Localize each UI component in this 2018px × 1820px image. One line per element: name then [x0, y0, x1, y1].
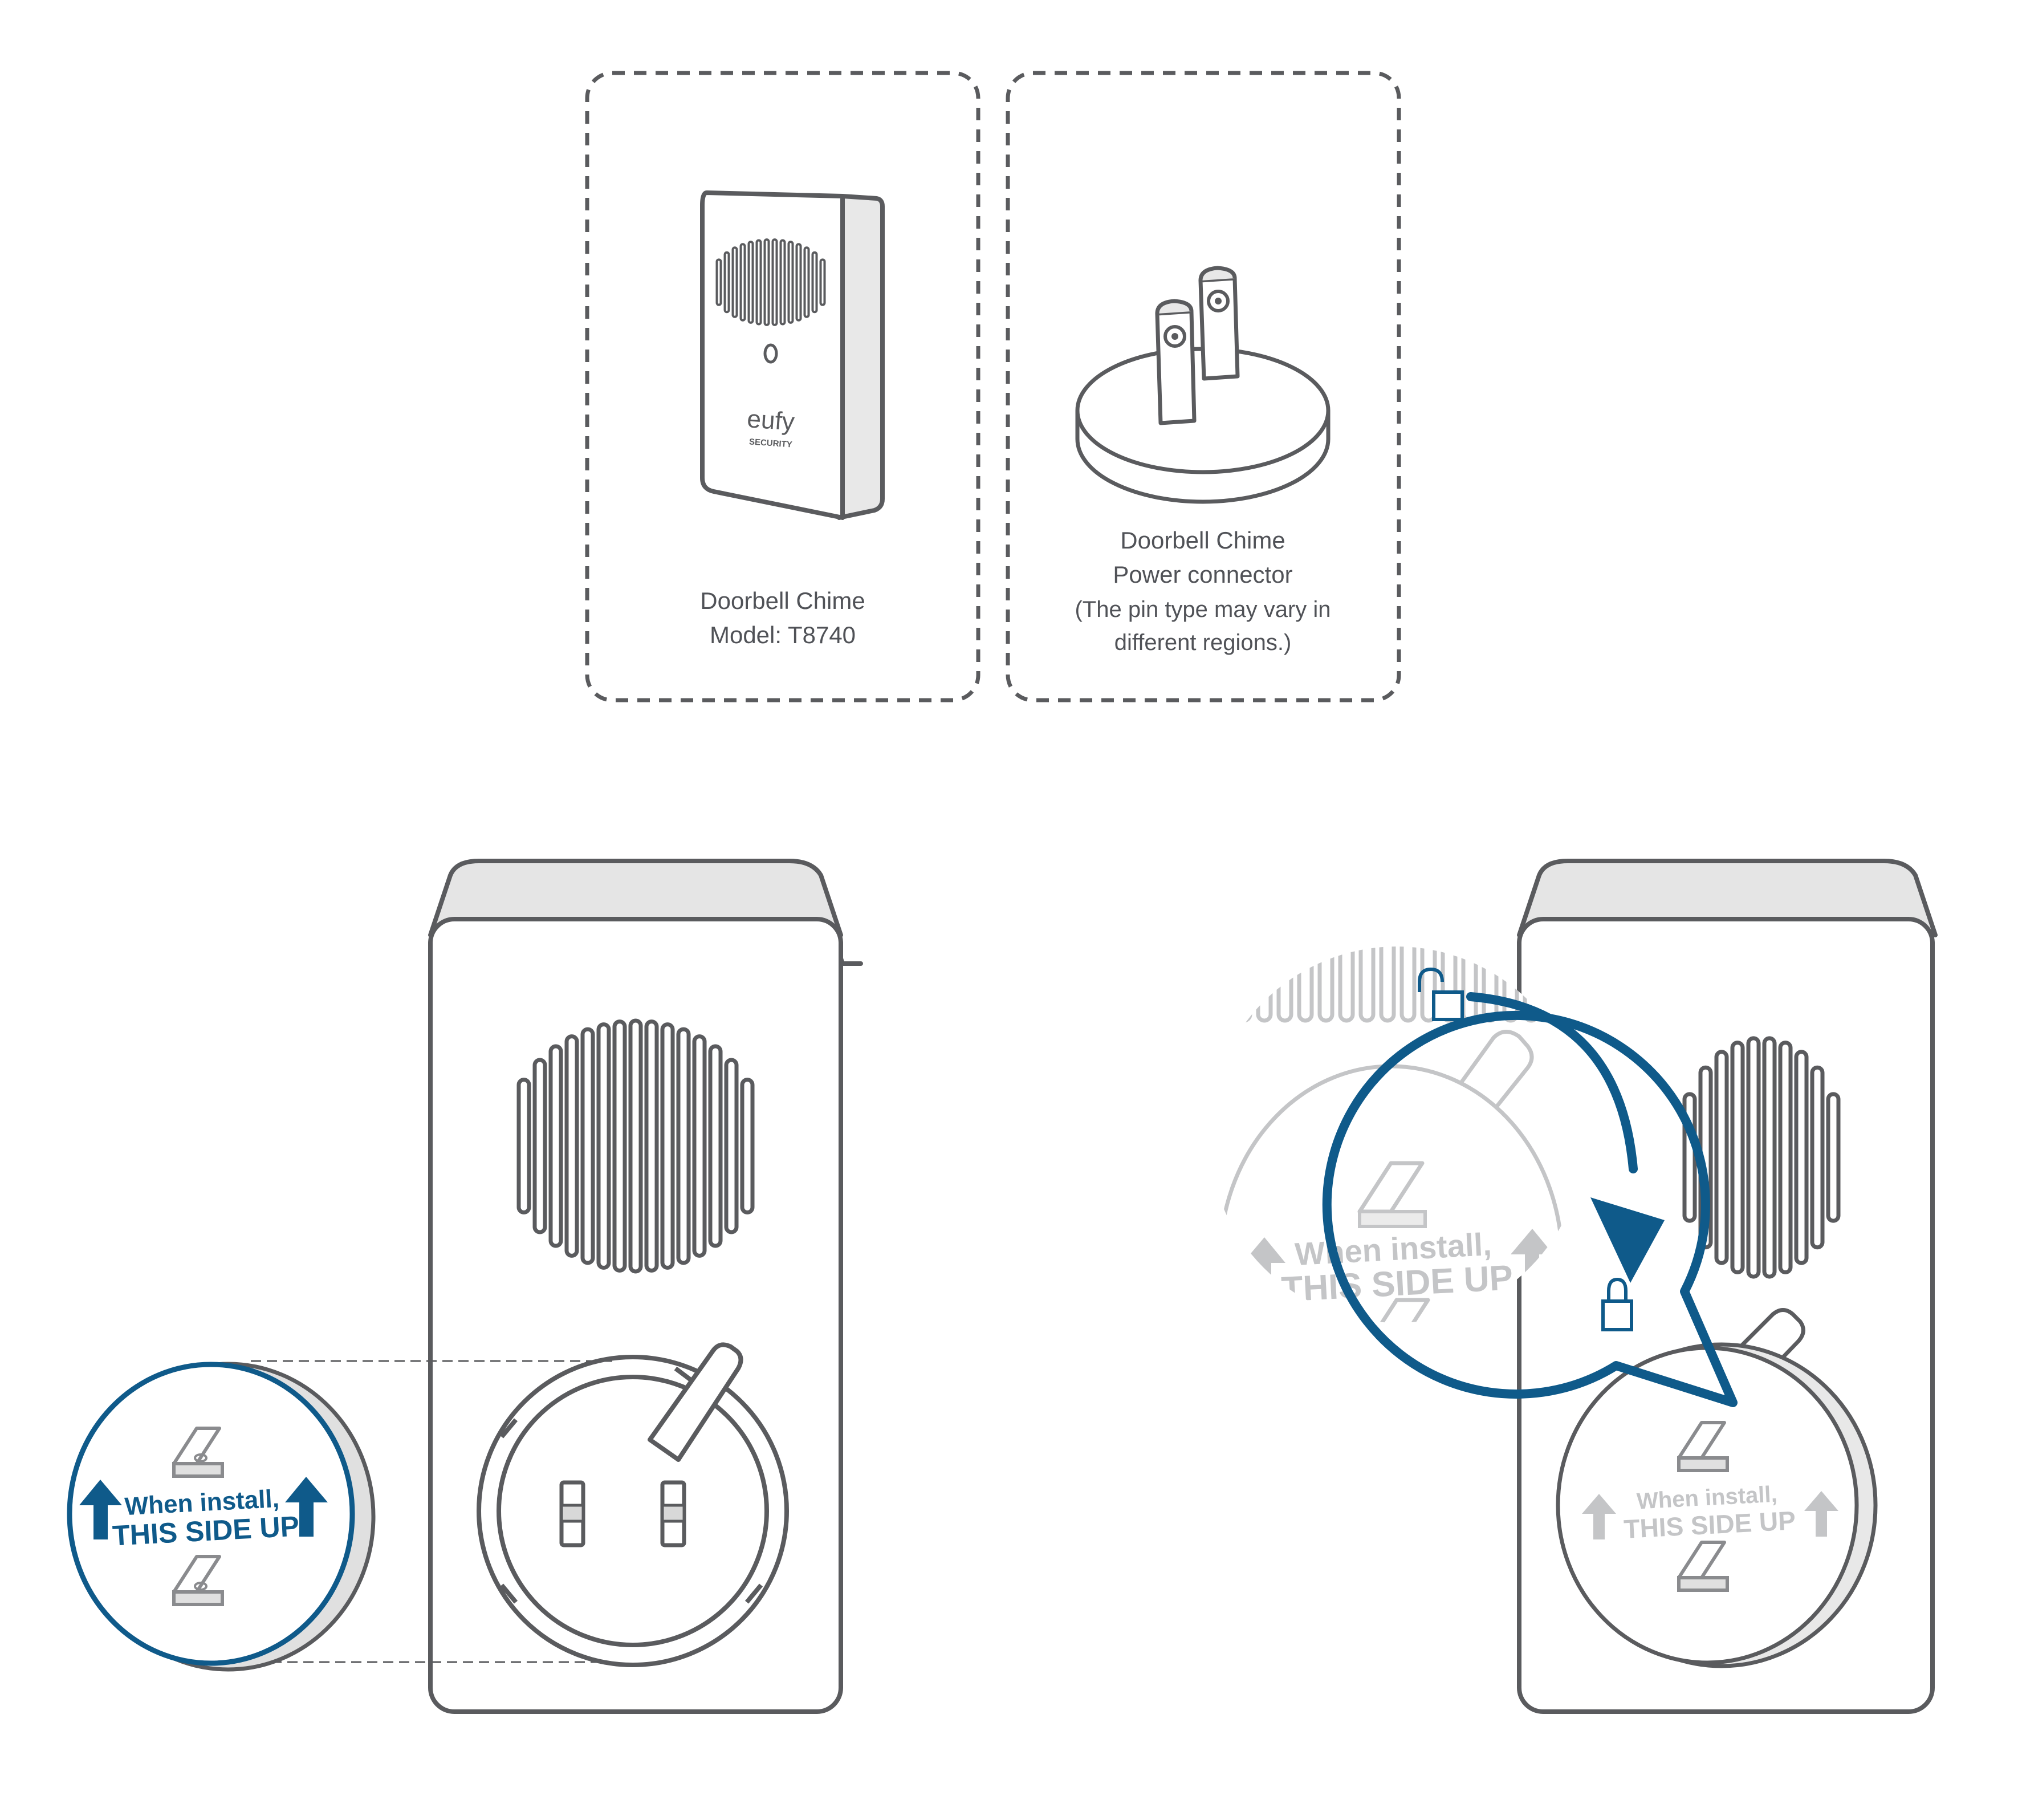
grille-slot [739, 243, 746, 322]
grille-slot [771, 238, 778, 326]
chime-brand-logo: eufy [746, 405, 795, 436]
chime-caption-line2: Model: T8740 [710, 621, 856, 648]
up-arrow-icon [1582, 1494, 1616, 1539]
chime-led-icon [763, 343, 778, 364]
grille-slot [564, 1034, 579, 1258]
grille-slot [1297, 946, 1314, 1023]
grille-slot [580, 1027, 595, 1265]
locked-padlock-icon [1601, 1277, 1633, 1331]
rotate-arrow [1466, 992, 1638, 1173]
grille-slot [723, 251, 730, 314]
grille-slot [1778, 1041, 1793, 1274]
chime-speaker-grille [715, 238, 826, 326]
sticker-pin-bottom-icon [172, 1555, 224, 1606]
connector-caption-line2: Power connector [1113, 561, 1292, 588]
grille-slot [1358, 946, 1376, 1023]
unlocked-padlock-icon [1418, 967, 1464, 1021]
connector-sticker-disc: When install, THIS SIDE UP [67, 1362, 376, 1672]
grille-slot [811, 251, 818, 314]
grille-slot [763, 238, 770, 326]
grille-slot [644, 1019, 659, 1273]
grille-slot [692, 1034, 707, 1258]
grille-slot [1682, 1092, 1697, 1223]
up-arrow-icon [79, 1480, 122, 1539]
grille-slot [1399, 946, 1417, 1023]
up-arrow-icon [285, 1477, 328, 1537]
grille-slot [1810, 1065, 1825, 1250]
installed-chime-speaker-grille [1682, 1036, 1841, 1279]
grille-slot [596, 1022, 611, 1270]
chime-device-illustration: eufy SECURITY [700, 190, 885, 520]
grille-slot [787, 241, 794, 324]
chime-caption-line1: Doorbell Chime [700, 587, 865, 614]
grille-slot [819, 258, 826, 306]
grille-slot [676, 1027, 691, 1265]
grille-slot [516, 1078, 531, 1214]
grille-slot [1235, 946, 1252, 1023]
connector-panel: Doorbell Chime Power connector (The pin … [1006, 71, 1401, 702]
grille-slot [1523, 946, 1540, 1023]
grille-slot [532, 1058, 547, 1234]
magnifier-bubble-outline [1322, 1010, 1738, 1407]
chime-panel: eufy SECURITY Doorbell Chime Model: T874… [585, 71, 980, 702]
grille-slot [1762, 1036, 1777, 1279]
grille-slot [1256, 946, 1273, 1023]
grille-slot [1317, 946, 1335, 1023]
connector-caption-line3: (The pin type may vary in [1075, 597, 1331, 622]
left-install-figure: When install, THIS SIDE UP [67, 859, 863, 1714]
grille-slot [779, 239, 786, 326]
right-install-figure: When install, THIS SIDE UP [1209, 859, 1938, 1714]
connector-slot-latch [648, 1342, 743, 1462]
sticker-pin-top-icon [172, 1427, 224, 1478]
grille-slot [755, 239, 762, 326]
connector-pin-front [1155, 299, 1197, 425]
connector-caption-line4: different regions.) [1114, 630, 1292, 655]
grille-slot [1420, 946, 1437, 1023]
power-connector-illustration [1075, 266, 1331, 504]
grille-slot [1746, 1036, 1761, 1279]
chime-brand-sublogo: SECURITY [748, 437, 792, 449]
magnifier-callout: When install, THIS SIDE UP [1209, 946, 1738, 1407]
rotate-arrow-head [1590, 1197, 1665, 1283]
chime-back-speaker-grille [516, 1018, 755, 1274]
grille-slot [1714, 1050, 1729, 1265]
grille-slot [1276, 946, 1293, 1023]
connector-slot [477, 1342, 789, 1667]
grille-slot [740, 1078, 755, 1214]
grille-slot [1826, 1092, 1841, 1223]
grille-slot [803, 246, 810, 318]
grille-slot [628, 1018, 643, 1274]
up-arrow-icon [1243, 1237, 1285, 1294]
installed-connector: When install, THIS SIDE UP [1556, 1308, 1878, 1668]
grille-slot [708, 1044, 723, 1248]
up-arrow-icon [1804, 1491, 1838, 1537]
connector-caption-line1: Doorbell Chime [1120, 527, 1285, 554]
grille-slot [1338, 946, 1355, 1023]
grille-slot [731, 246, 738, 318]
grille-slot [1730, 1041, 1745, 1274]
grille-slot [795, 243, 802, 322]
grille-slot [548, 1044, 563, 1248]
grille-slot [612, 1019, 627, 1273]
grille-slot [715, 258, 722, 306]
grille-slot [1794, 1050, 1809, 1265]
up-arrow-icon [1511, 1229, 1553, 1286]
grille-slot [1502, 946, 1519, 1023]
grille-slot [1379, 946, 1396, 1023]
grille-slot [747, 241, 754, 324]
chime-back-body [428, 917, 843, 1714]
connector-pin-back [1198, 266, 1240, 381]
grille-slot [660, 1022, 675, 1270]
grille-slot [724, 1058, 739, 1234]
